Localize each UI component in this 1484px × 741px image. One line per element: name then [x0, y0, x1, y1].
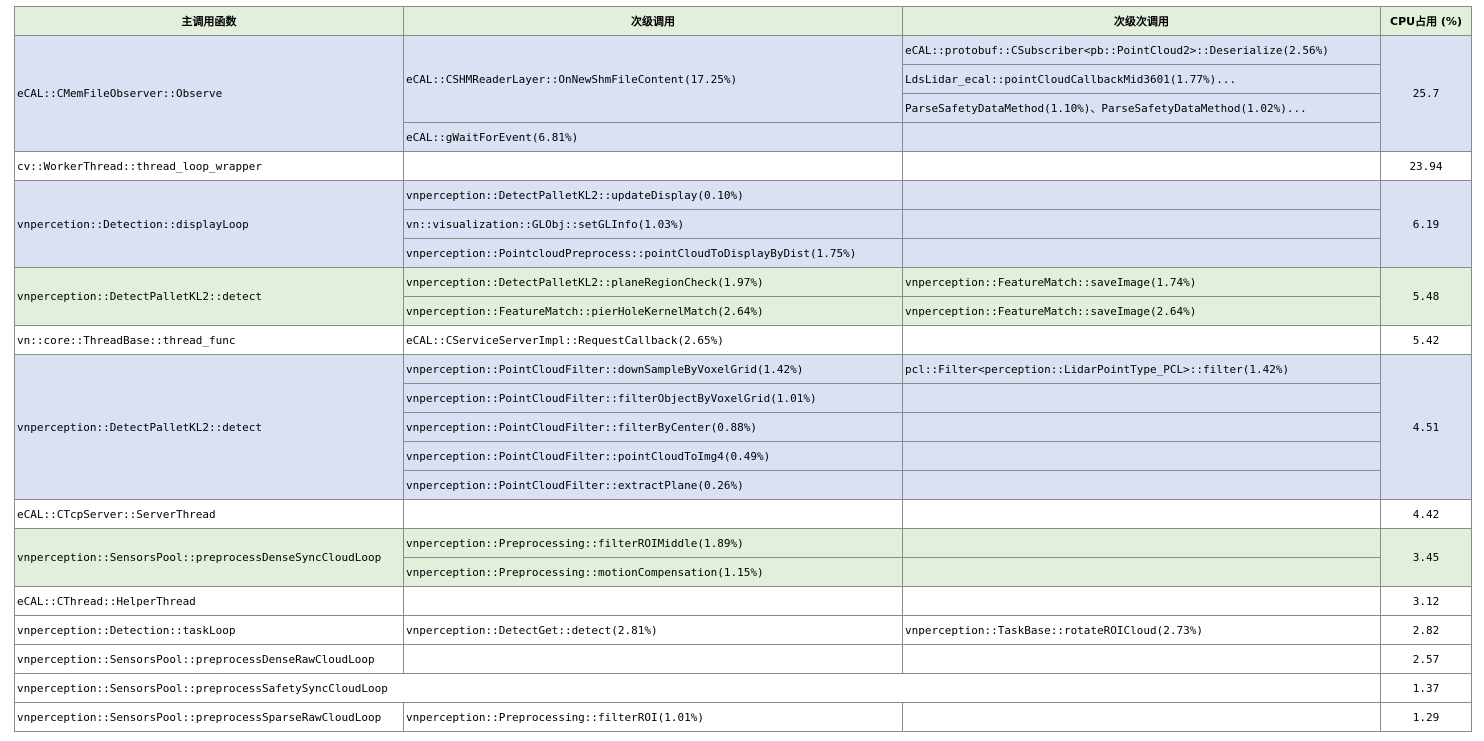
- sub-sub-call-cell[interactable]: eCAL::protobuf::CSubscriber<pb::PointClo…: [902, 35, 1381, 65]
- table-row: vn::visualization::GLObj::setGLInfo(1.03…: [15, 209, 1472, 239]
- table-row: vnperception::PointCloudFilter::pointClo…: [15, 441, 1472, 471]
- table-row: vnperception::PointCloudFilter::filterBy…: [15, 412, 1472, 442]
- table-row: vnperception::SensorsPool::preprocessDen…: [14, 644, 1472, 674]
- table-row: cv::WorkerThread::thread_loop_wrapper 23.…: [14, 151, 1472, 181]
- sub-call-cell[interactable]: vnperception::PointCloudFilter::extractP…: [403, 470, 903, 500]
- sub-call-cell[interactable]: vnperception::FeatureMatch::pierHoleKern…: [403, 296, 903, 326]
- sub-sub-call-cell[interactable]: [902, 528, 1381, 558]
- main-function-cell[interactable]: eCAL::CThread::HelperThread: [14, 586, 404, 616]
- sub-call-cell[interactable]: eCAL::CServiceServerImpl::RequestCallbac…: [403, 325, 903, 355]
- sub-sub-call-cell[interactable]: [902, 499, 1381, 529]
- sub-sub-call-cell[interactable]: [902, 586, 1381, 616]
- sub-call-cell[interactable]: vnperception::DetectGet::detect(2.81%): [403, 615, 903, 645]
- cpu-usage-cell[interactable]: 5.42: [1380, 325, 1472, 355]
- main-function-cell[interactable]: vnperception::SensorsPool::preprocessSaf…: [14, 673, 1381, 703]
- sub-sub-call-cell[interactable]: [902, 238, 1381, 268]
- main-function-cell[interactable]: vn::core::ThreadBase::thread_func: [14, 325, 404, 355]
- sub-sub-call-cell[interactable]: [902, 122, 1381, 152]
- sub-sub-call-cell[interactable]: vnperception::TaskBase::rotateROICloud(2…: [902, 615, 1381, 645]
- sub-sub-call-cell[interactable]: pcl::Filter<perception::LidarPointType_P…: [902, 354, 1381, 384]
- sub-call-cell[interactable]: vnperception::DetectPalletKL2::planeRegi…: [403, 267, 903, 297]
- sub-call-cell[interactable]: [403, 151, 903, 181]
- sub-call-cell[interactable]: vnperception::PointCloudFilter::filterOb…: [403, 383, 903, 413]
- sub-call-cell[interactable]: vnperception::PointCloudFilter::filterBy…: [403, 412, 903, 442]
- sub-sub-call-cell[interactable]: vnperception::FeatureMatch::saveImage(1.…: [902, 267, 1381, 297]
- header-main-function[interactable]: 主调用函数: [14, 6, 404, 36]
- sub-sub-call-cell[interactable]: [902, 702, 1381, 732]
- sub-sub-call-cell[interactable]: ParseSafetyDataMethod(1.10%)、ParseSafety…: [902, 93, 1381, 123]
- sub-call-cell[interactable]: vnperception::DetectPalletKL2::updateDis…: [403, 180, 903, 210]
- cpu-usage-cell[interactable]: 23.94: [1380, 151, 1472, 181]
- main-function-cell[interactable]: vnpercetion::Detection::displayLoop: [14, 180, 404, 268]
- sub-sub-call-cell[interactable]: [902, 151, 1381, 181]
- cpu-usage-cell[interactable]: 4.51: [1380, 354, 1472, 500]
- sub-call-cell[interactable]: vnperception::Preprocessing::motionCompe…: [403, 557, 903, 587]
- sub-call-cell[interactable]: [403, 586, 903, 616]
- sub-call-cell[interactable]: vnperception::Preprocessing::filterROI(1…: [403, 702, 903, 732]
- sub-sub-call-cell[interactable]: [902, 644, 1381, 674]
- main-function-cell[interactable]: vnperception::SensorsPool::preprocessDen…: [14, 644, 404, 674]
- main-function-cell[interactable]: vnperception::DetectPalletKL2::detect: [14, 267, 404, 326]
- header-row: 主调用函数 次级调用 次级次调用 CPU占用 (%): [14, 6, 1472, 36]
- sub-call-cell[interactable]: [403, 644, 903, 674]
- header-cpu-usage[interactable]: CPU占用 (%): [1380, 6, 1472, 36]
- sub-sub-call-cell[interactable]: [902, 325, 1381, 355]
- sub-sub-call-cell[interactable]: [902, 383, 1381, 413]
- sub-sub-call-cell[interactable]: vnperception::FeatureMatch::saveImage(2.…: [902, 296, 1381, 326]
- sub-sub-call-cell[interactable]: [902, 470, 1381, 500]
- table-row: eCAL::CThread::HelperThread 3.12: [14, 586, 1472, 616]
- table-row: vnperception::SensorsPool::preprocessSpa…: [14, 702, 1472, 732]
- cpu-usage-cell[interactable]: 25.7: [1380, 35, 1472, 152]
- main-function-cell[interactable]: vnperception::Detection::taskLoop: [14, 615, 404, 645]
- sub-sub-call-cell[interactable]: [902, 209, 1381, 239]
- main-function-cell[interactable]: vnperception::SensorsPool::preprocessSpa…: [14, 702, 404, 732]
- main-function-cell[interactable]: vnperception::SensorsPool::preprocessDen…: [14, 528, 404, 587]
- table-row: vnperception::PointcloudPreprocess::poin…: [15, 238, 1472, 268]
- sub-call-cell[interactable]: vn::visualization::GLObj::setGLInfo(1.03…: [403, 209, 903, 239]
- table-row: vnperception::PointCloudFilter::filterOb…: [15, 383, 1472, 413]
- table-row: vnperception::FeatureMatch::pierHoleKern…: [15, 296, 1472, 326]
- sub-call-cell[interactable]: vnperception::PointCloudFilter::pointClo…: [403, 441, 903, 471]
- cpu-usage-cell[interactable]: 2.57: [1380, 644, 1472, 674]
- main-function-cell[interactable]: eCAL::CTcpServer::ServerThread: [14, 499, 404, 529]
- cpu-usage-cell[interactable]: 6.19: [1380, 180, 1472, 268]
- sub-call-cell[interactable]: [403, 499, 903, 529]
- sub-call-cell[interactable]: vnperception::PointCloudFilter::downSamp…: [403, 354, 903, 384]
- sub-sub-call-cell[interactable]: [902, 441, 1381, 471]
- table-row: LdsLidar_ecal::pointCloudCallbackMid3601…: [15, 64, 1472, 94]
- header-sub-sub-call[interactable]: 次级次调用: [902, 6, 1381, 36]
- sub-call-cell[interactable]: vnperception::PointcloudPreprocess::poin…: [403, 238, 903, 268]
- cpu-usage-cell[interactable]: 1.37: [1380, 673, 1472, 703]
- cpu-usage-cell[interactable]: 5.48: [1380, 267, 1472, 326]
- cpu-usage-cell[interactable]: 2.82: [1380, 615, 1472, 645]
- sub-call-cell[interactable]: vnperception::Preprocessing::filterROIMi…: [403, 528, 903, 558]
- table-row: vnperception::SensorsPool::preprocessSaf…: [14, 673, 1472, 703]
- sub-call-cell[interactable]: eCAL::CSHMReaderLayer::OnNewShmFileConte…: [403, 35, 903, 123]
- sub-sub-call-cell[interactable]: LdsLidar_ecal::pointCloudCallbackMid3601…: [902, 64, 1381, 94]
- cpu-usage-cell[interactable]: 3.45: [1380, 528, 1472, 587]
- table-row: eCAL::CTcpServer::ServerThread 4.42: [14, 499, 1472, 529]
- main-function-cell[interactable]: cv::WorkerThread::thread_loop_wrapper: [14, 151, 404, 181]
- cpu-usage-cell[interactable]: 1.29: [1380, 702, 1472, 732]
- cpu-usage-cell[interactable]: 4.42: [1380, 499, 1472, 529]
- cpu-usage-table: 主调用函数 次级调用 次级次调用 CPU占用 (%) eCAL::CMemFil…: [14, 6, 1472, 732]
- table-row: ParseSafetyDataMethod(1.10%)、ParseSafety…: [15, 93, 1472, 123]
- sub-sub-call-cell[interactable]: [902, 557, 1381, 587]
- cpu-usage-cell[interactable]: 3.12: [1380, 586, 1472, 616]
- main-function-cell[interactable]: vnperception::DetectPalletKL2::detect: [14, 354, 404, 500]
- sub-sub-call-cell[interactable]: [902, 412, 1381, 442]
- table-row: vnperception::SensorsPool::preprocessDen…: [14, 528, 1472, 587]
- sub-sub-call-cell[interactable]: [902, 180, 1381, 210]
- sub-call-cell[interactable]: eCAL::gWaitForEvent(6.81%): [403, 122, 903, 152]
- header-sub-call[interactable]: 次级调用: [403, 6, 903, 36]
- main-function-cell[interactable]: eCAL::CMemFileObserver::Observe: [14, 35, 404, 152]
